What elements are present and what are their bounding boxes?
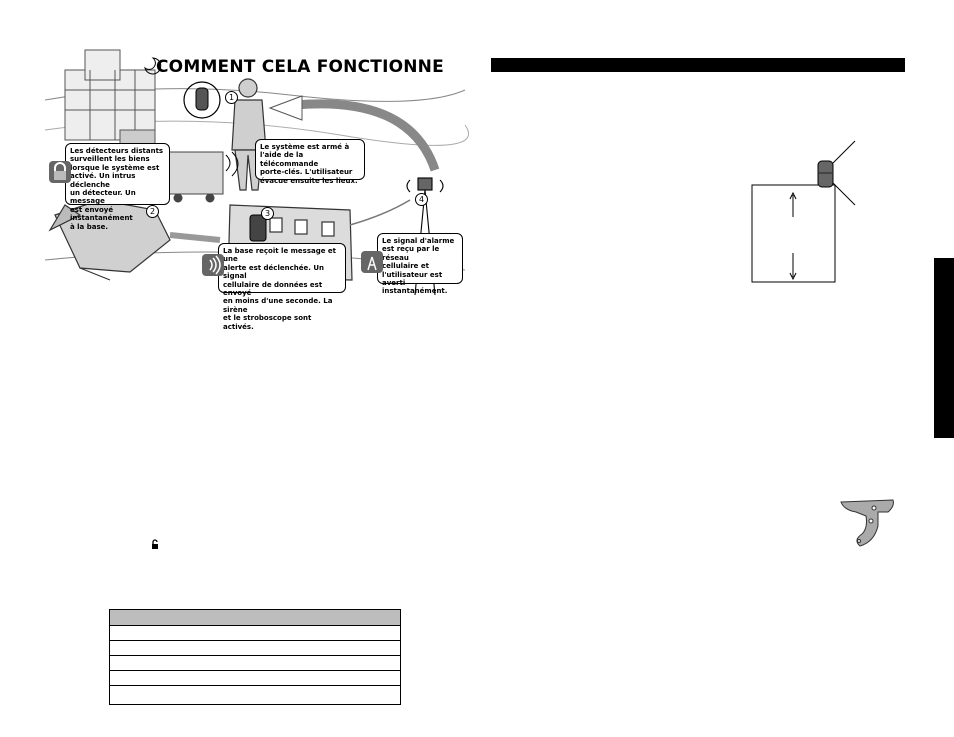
step-3-callout: La base reçoit le message et une alerte … (218, 243, 346, 331)
step-2-number: 2 (146, 205, 159, 218)
info-table (109, 609, 401, 705)
step-1-number: 1 (225, 91, 238, 104)
section-header-bar (491, 58, 905, 72)
dumpster (164, 151, 224, 203)
page-title: COMMENT CELA FONCTIONNE (156, 57, 444, 77)
table-row (109, 670, 401, 686)
table-row (109, 640, 401, 656)
step-1-callout: Le système est armé à l'aide de la téléc… (255, 139, 365, 185)
siren-icon (202, 254, 224, 276)
worker (231, 78, 267, 191)
mounting-bracket-image (840, 499, 894, 547)
side-tab (934, 258, 954, 438)
sensor-range-diagram (751, 140, 856, 283)
unlock-icon (152, 539, 158, 549)
step-2-callout: Les détecteurs distants surveillent les … (65, 143, 170, 231)
table-row (109, 655, 401, 671)
lock-icon (49, 161, 71, 183)
step-3-number: 3 (261, 207, 274, 220)
excavator (48, 199, 171, 281)
table-row (109, 625, 401, 641)
table-header (109, 609, 401, 626)
construction-building (64, 49, 156, 156)
step-4-number: 4 (415, 193, 428, 206)
table-row (110, 686, 401, 705)
cell-tower-icon (361, 251, 383, 273)
step-4-callout: Le signal d'alarme est reçu par le résea… (377, 233, 463, 295)
